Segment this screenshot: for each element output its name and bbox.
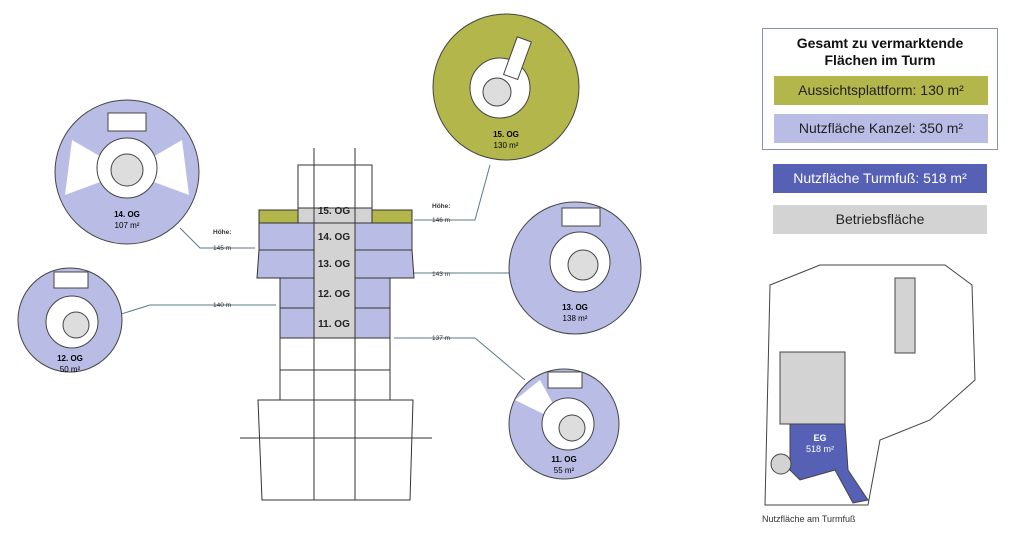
site-plan-name: EG (813, 433, 826, 443)
tower-section (240, 148, 432, 501)
floor-plan-13-name: 13. OG (562, 303, 588, 312)
legend-kanzel: Nutzfläche Kanzel: 350 m² (774, 114, 988, 143)
platform-left (258, 209, 299, 224)
height-143: 143 m (432, 271, 450, 278)
floor-plan-13: 13. OG 138 m² (508, 201, 642, 335)
legend-betriebsflaeche: Betriebsfläche (773, 205, 987, 234)
height-146: 146 m (432, 217, 450, 224)
legend-title-line2: Flächen im Turm (824, 52, 936, 68)
floor-plan-11-area: 55 m² (554, 466, 575, 475)
leader-lines (117, 164, 526, 381)
floor-plan-11: 11. OG 55 m² (508, 368, 620, 480)
height-145: 145 m (213, 245, 231, 252)
floor-plan-15-area: 130 m² (494, 141, 519, 150)
site-plan (764, 264, 976, 506)
floor-label-13: 13. OG (318, 259, 350, 270)
legend-title-line1: Gesamt zu vermarktende (796, 35, 964, 51)
site-plan-area: 518 m² (806, 444, 834, 454)
floor-plan-14-area: 107 m² (115, 221, 140, 230)
platform-right (371, 209, 413, 224)
legend-box: Gesamt zu vermarktende Flächen im Turm A… (762, 28, 998, 150)
site-plan-caption: Nutzfläche am Turmfuß (762, 514, 856, 524)
floor-label-12: 12. OG (318, 289, 350, 300)
legend-platform: Aussichtsplattform: 130 m² (774, 76, 988, 105)
height-137: 137 m (432, 335, 450, 342)
floor-plan-14-name: 14. OG (114, 210, 140, 219)
legend-turmfuss: Nutzfläche Turmfuß: 518 m² (773, 164, 987, 193)
floor-label-14: 14. OG (318, 232, 350, 243)
height-140: 140 m (213, 302, 231, 309)
floor-plan-15: 15. OG 130 m² (432, 13, 580, 161)
floor-plan-12-name: 12. OG (57, 354, 83, 363)
height-heading-left: Höhe: (213, 229, 231, 236)
floor-plan-14: 14. OG 107 m² (54, 99, 200, 245)
height-heading-right: Höhe: (432, 203, 450, 210)
floor-plan-15-name: 15. OG (493, 130, 519, 139)
floor-label-15: 15. OG (318, 206, 350, 217)
floor-plan-11-name: 11. OG (551, 455, 576, 464)
floor-plan-13-area: 138 m² (563, 314, 588, 323)
floor-label-11: 11. OG (318, 319, 350, 330)
floor-plan-12: 12. OG 50 m² (17, 267, 123, 374)
floor-plan-12-area: 50 m² (60, 365, 81, 374)
